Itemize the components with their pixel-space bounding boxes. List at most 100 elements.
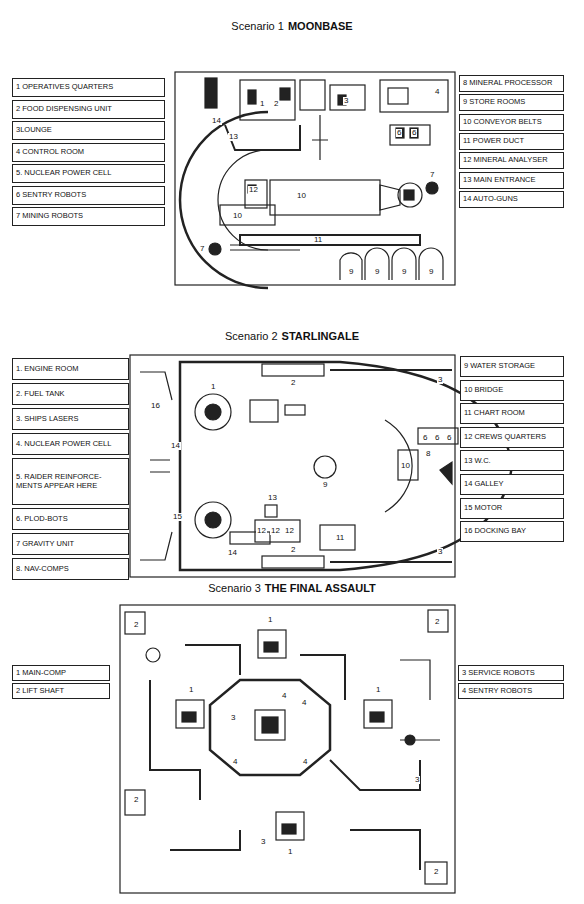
legend-box: 4 SENTRY ROBOTS (458, 683, 564, 699)
callout-number: 14 (170, 442, 181, 450)
legend-box: 3. SHIPS LASERS (12, 408, 129, 430)
legend-text: 13 W.C. (464, 457, 491, 466)
callout-number: 3 (414, 776, 420, 784)
legend-box: 8. NAV-COMPS (12, 558, 129, 580)
legend-text: 6. PLOD-BOTS (16, 515, 68, 524)
legend-text: 7 GRAVITY UNIT (16, 540, 74, 549)
legend-box: 1. ENGINE ROOM (12, 358, 129, 380)
legend-text: 15 MOTOR (464, 504, 502, 513)
legend-box: 3LOUNGE (12, 121, 165, 140)
callout-number: 1 (267, 616, 273, 624)
legend-box: 9 WATER STORAGE (460, 356, 564, 377)
legend-box: 3 SERVICE ROBOTS (458, 665, 564, 681)
scenario-heading: MOONBASE (288, 21, 353, 32)
callout-number: 9 (374, 268, 380, 276)
legend-text: 10 CONVEYOR BELTS (463, 118, 542, 127)
callout-number: 15 (172, 513, 183, 521)
callout-number: 1 (210, 383, 216, 391)
callout-number: 9 (401, 268, 407, 276)
callout-number: 12 (284, 527, 295, 535)
callout-number: 6 (411, 129, 417, 137)
legend-text: 5. RAIDER REINFORCE- MENTS APPEAR HERE (16, 473, 125, 490)
callout-number: 6 (422, 434, 428, 442)
legend-box: 6 SENTRY ROBOTS (12, 186, 165, 205)
callout-number: 9 (428, 268, 434, 276)
legend-text: 12 CREWS QUARTERS (464, 433, 546, 442)
legend-text: 9 WATER STORAGE (464, 362, 535, 371)
callout-number: 11 (335, 534, 345, 542)
callout-number: 6 (446, 434, 452, 442)
scenario-heading: THE FINAL ASSAULT (265, 583, 376, 594)
scenario-heading: STARLINGALE (282, 331, 359, 342)
legend-text: 14 AUTO-GUNS (463, 195, 518, 204)
final-assault-map (120, 605, 455, 893)
legend-box: 7 GRAVITY UNIT (12, 533, 129, 555)
callout-number: 2 (273, 100, 279, 108)
legend-box: 5. RAIDER REINFORCE- MENTS APPEAR HERE (12, 458, 129, 505)
legend-text: 5. NUCLEAR POWER CELL (16, 169, 111, 178)
scenario-heading: Scenario 1 (231, 21, 284, 32)
callout-number: 4 (301, 699, 307, 707)
legend-text: 2 FOOD DISPENSING UNIT (16, 105, 112, 114)
legend-box: 1 OPERATIVES QUARTERS (12, 78, 165, 97)
legend-box: 2. FUEL TANK (12, 383, 129, 405)
legend-text: 3LOUNGE (16, 126, 52, 135)
callout-number: 3 (260, 838, 266, 846)
callout-number: 7 (429, 171, 435, 179)
legend-text: 2. FUEL TANK (16, 390, 65, 399)
legend-box: 6. PLOD-BOTS (12, 508, 129, 530)
callout-number: 9 (348, 268, 354, 276)
callout-number: 11 (313, 236, 323, 244)
legend-text: 14 GALLEY (464, 480, 504, 489)
legend-text: 11 CHART ROOM (464, 409, 525, 418)
callout-number: 2 (133, 621, 139, 629)
legend-text: 11 POWER DUCT (463, 137, 524, 146)
legend-text: 3. SHIPS LASERS (16, 415, 79, 424)
callout-number: 2 (133, 796, 139, 804)
callout-number: 1 (375, 686, 381, 694)
callout-number: 6 (434, 434, 440, 442)
callout-number: 3 (343, 97, 349, 105)
legend-text: 1 MAIN-COMP (16, 669, 66, 678)
legend-text: 6 SENTRY ROBOTS (16, 191, 86, 200)
scenario-heading: Scenario 2 (225, 331, 278, 342)
legend-text: 1 OPERATIVES QUARTERS (16, 83, 113, 92)
callout-number: 16 (150, 402, 161, 410)
legend-box: 4 CONTROL ROOM (12, 143, 165, 162)
legend-text: 4 CONTROL ROOM (16, 148, 84, 157)
callout-number: 10 (232, 212, 243, 220)
legend-box: 9 STORE ROOMS (459, 94, 564, 111)
callout-number: 4 (232, 758, 238, 766)
callout-number: 4 (302, 758, 308, 766)
scenario-heading: Scenario 3 (208, 583, 261, 594)
callout-number: 3 (230, 714, 236, 722)
callout-number: 12 (248, 186, 259, 194)
callout-number: 1 (188, 686, 194, 694)
legend-box: 11 POWER DUCT (459, 133, 564, 150)
legend-text: 4. NUCLEAR POWER CELL (16, 440, 111, 449)
callout-number: 3 (437, 548, 443, 556)
callout-number: 10 (296, 192, 307, 200)
legend-text: 8. NAV-COMPS (16, 565, 69, 574)
legend-text: 3 SERVICE ROBOTS (462, 669, 535, 678)
legend-text: 4 SENTRY ROBOTS (462, 687, 532, 696)
callout-number: 2 (290, 546, 296, 554)
legend-box: 14 GALLEY (460, 474, 564, 495)
legend-text: 13 MAIN ENTRANCE (463, 176, 536, 185)
legend-box: 14 AUTO-GUNS (459, 191, 564, 208)
legend-box: 2 LIFT SHAFT (12, 683, 110, 699)
legend-text: 10 BRIDGE (464, 386, 503, 395)
legend-box: 12 CREWS QUARTERS (460, 427, 564, 448)
callout-number: 12 (256, 527, 267, 535)
legend-box: 2 FOOD DISPENSING UNIT (12, 100, 165, 119)
callout-number: 2 (290, 379, 296, 387)
legend-text: 8 MINERAL PROCESSOR (463, 79, 552, 88)
legend-text: 1. ENGINE ROOM (16, 365, 79, 374)
starlingale-map (130, 355, 512, 577)
legend-box: 12 MINERAL ANALYSER (459, 152, 564, 169)
callout-number: 14 (211, 117, 222, 125)
legend-box: 11 CHART ROOM (460, 403, 564, 424)
legend-text: 12 MINERAL ANALYSER (463, 156, 548, 165)
legend-box: 5. NUCLEAR POWER CELL (12, 164, 165, 183)
callout-number: 2 (433, 868, 439, 876)
